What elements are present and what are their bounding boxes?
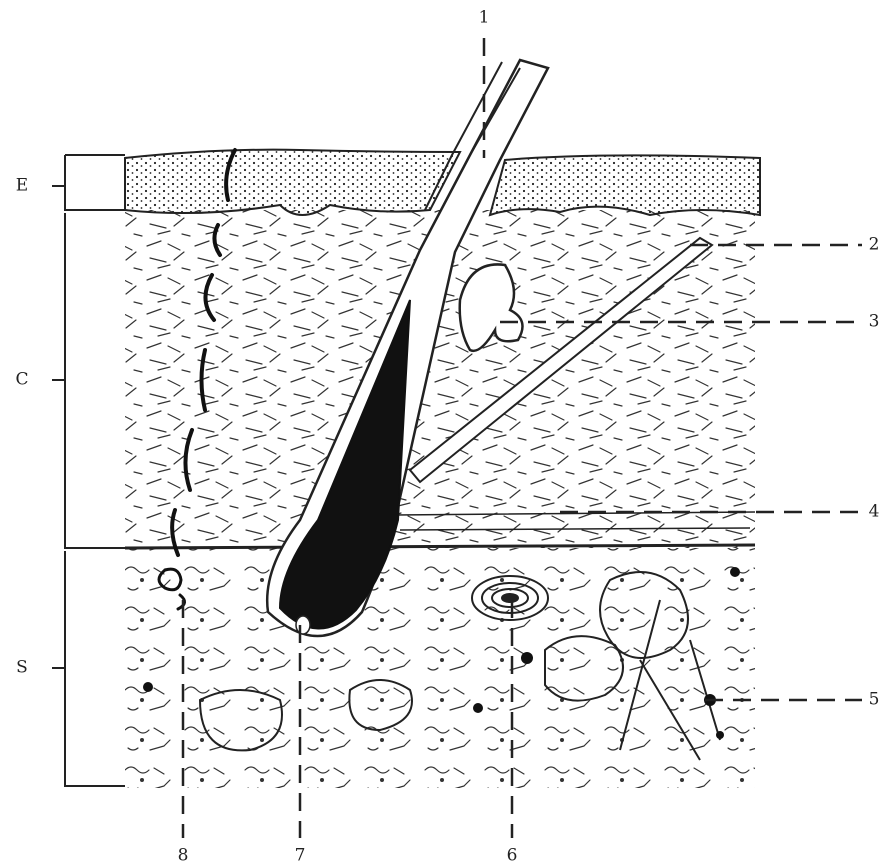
callout-3: 3 bbox=[869, 314, 880, 331]
layer-label-e: E bbox=[16, 178, 28, 195]
callout-8: 8 bbox=[178, 848, 189, 865]
callout-2: 2 bbox=[869, 237, 880, 254]
callout-5: 5 bbox=[869, 692, 880, 709]
callout-7: 7 bbox=[295, 848, 306, 865]
layer-label-c: C bbox=[15, 372, 28, 389]
layer-label-s: S bbox=[16, 660, 28, 677]
layer-bracket bbox=[52, 155, 125, 786]
callout-6: 6 bbox=[507, 848, 518, 865]
callout-4: 4 bbox=[869, 504, 880, 521]
callout-1: 1 bbox=[479, 10, 490, 27]
